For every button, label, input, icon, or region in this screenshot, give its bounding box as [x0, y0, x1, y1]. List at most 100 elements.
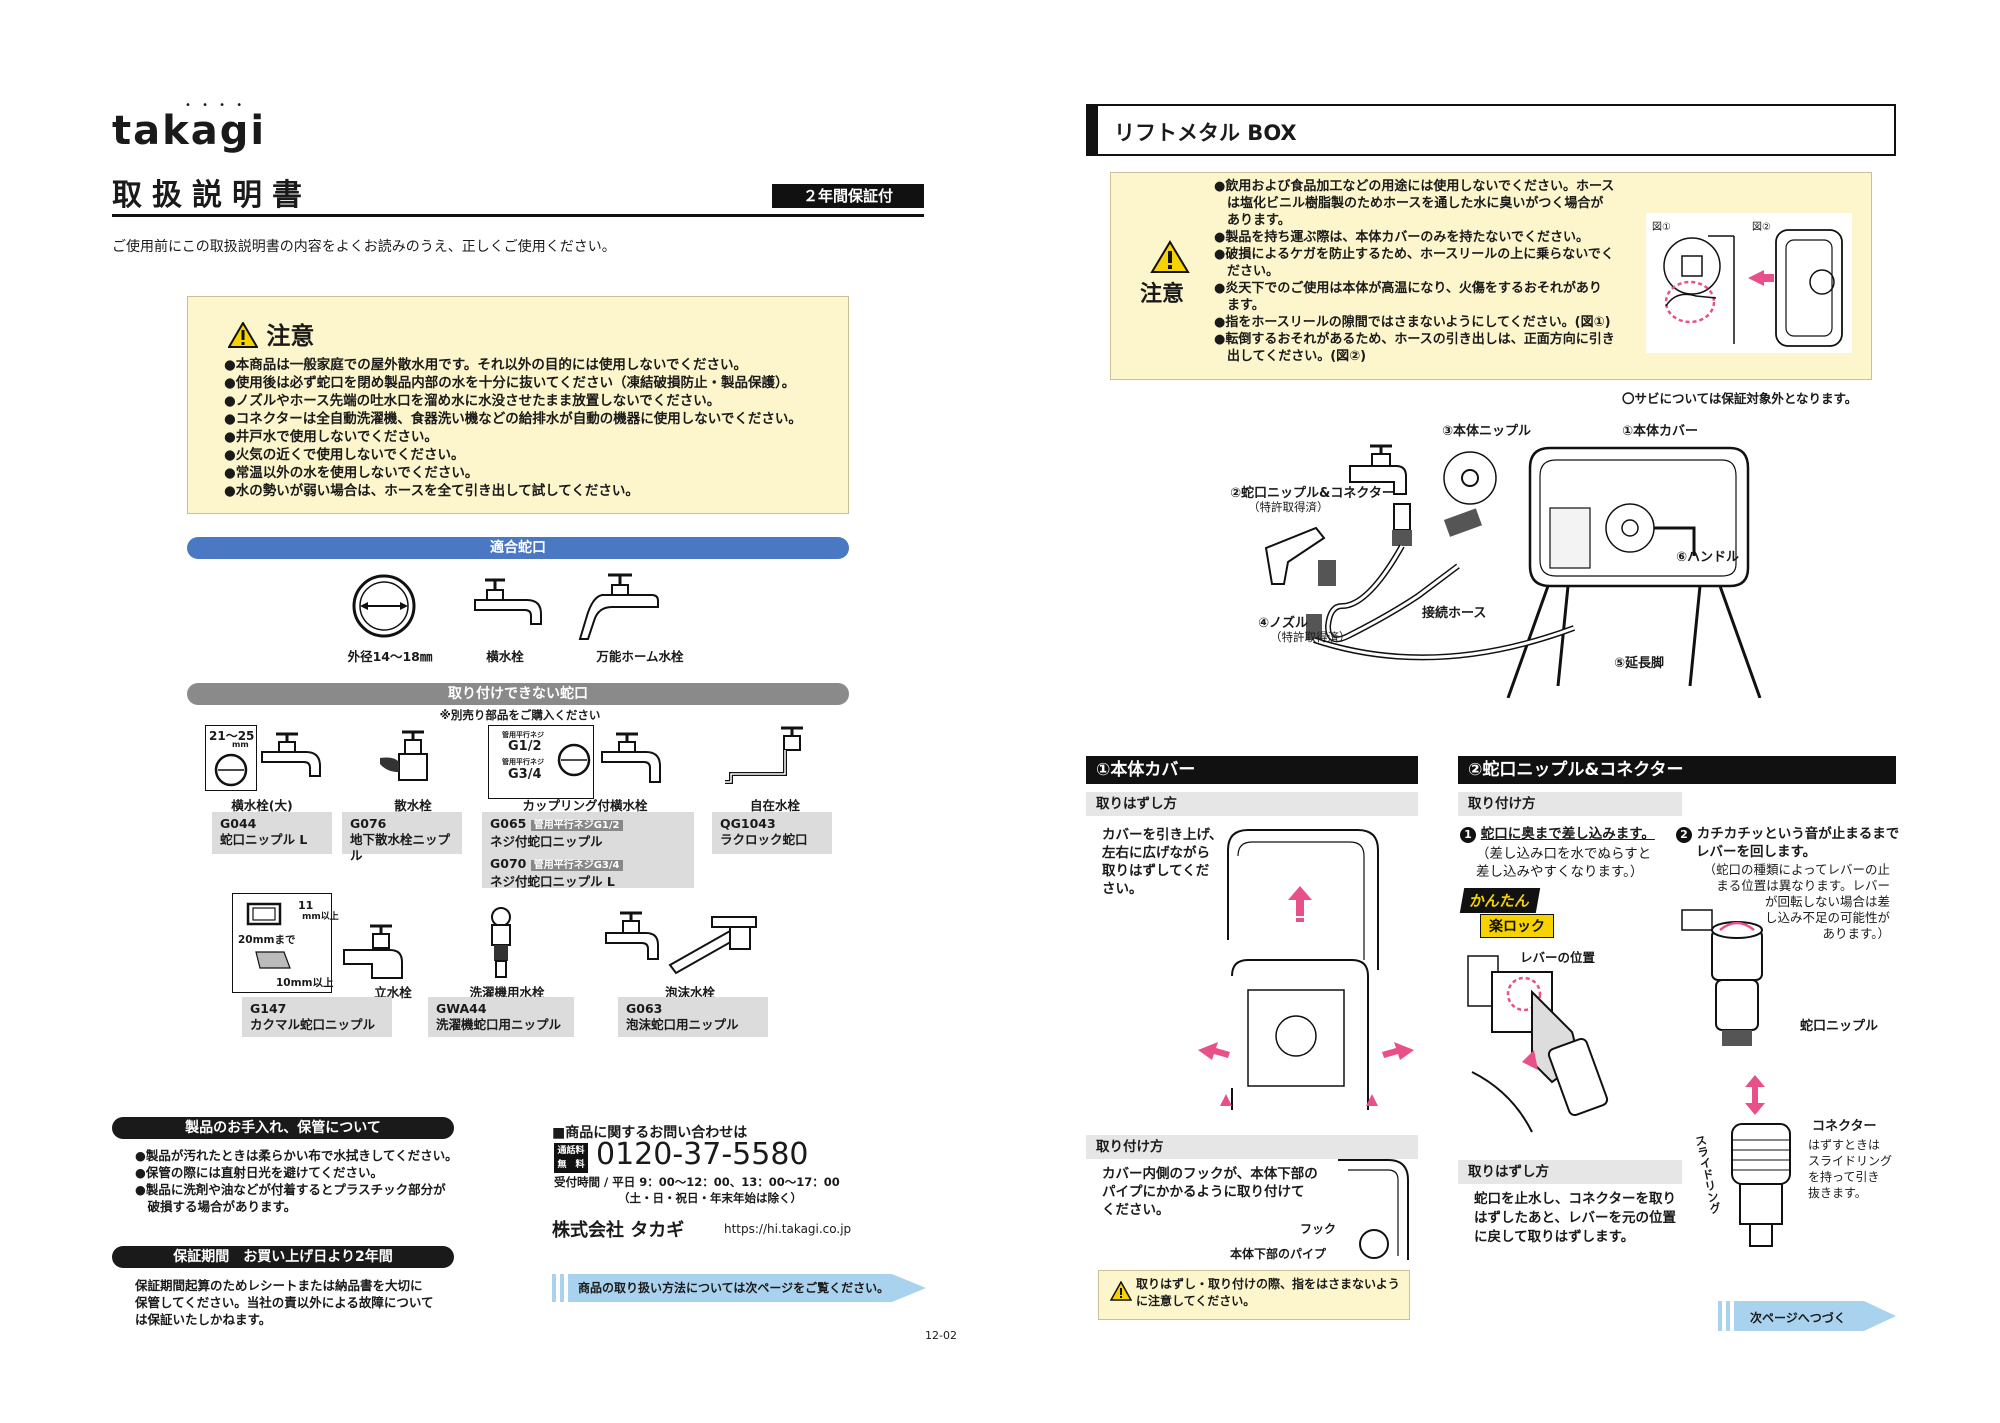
- part-g147: G147 カクマル蛇口ニップル: [242, 997, 392, 1037]
- text-line: パイプにかかるように取り付けて: [1102, 1184, 1305, 1200]
- title-accent: [1088, 106, 1098, 154]
- thread-size-1: G1/2: [508, 739, 542, 754]
- text-line: はずしたあと、レバーを元の位置: [1474, 1210, 1676, 1226]
- part-g063: G063 泡沫蛇口用ニップル: [618, 997, 768, 1037]
- warning-line: 取りはずし・取り付けの際、指をはさまないよう: [1136, 1277, 1400, 1291]
- pipe-label: 本体下部のパイプ: [1230, 1247, 1327, 1261]
- badge-top: かんたん: [1459, 888, 1541, 913]
- product-title: リフトメタル BOX: [1114, 121, 1297, 145]
- care-item: 破損する場合があります。: [135, 1199, 297, 1214]
- part-g065-row: G065 管用平行ネジG1/2: [490, 816, 686, 834]
- part-g065-g070: G065 管用平行ネジG1/2 ネジ付蛇口ニップル G070 管用平行ネジG3/…: [482, 812, 694, 889]
- part-label-3: ③本体ニップル: [1442, 424, 1532, 439]
- part-label-4: ④ノズル: [1258, 616, 1309, 631]
- square-pipe-icon: [246, 902, 282, 926]
- company-url[interactable]: https://hi.takagi.co.jp: [724, 1222, 852, 1236]
- standing-faucet-icon: [343, 924, 403, 979]
- step2-badge: 2: [1676, 827, 1692, 843]
- caution-item: ●ノズルやホース先端の吐水口を溜め水に水没させたまま放置しないでください。: [224, 393, 721, 409]
- double-arrow-icon: [1745, 1075, 1765, 1115]
- part-code: G065: [490, 816, 527, 831]
- part-label-5: ⑤延長脚: [1614, 656, 1665, 671]
- brand-dots: • • • •: [185, 100, 247, 111]
- caution-line: 出してください。(図②): [1214, 349, 1367, 364]
- step1: 1 蛇口に奥まで差し込みます。: [1460, 825, 1655, 843]
- product-title-box: リフトメタル BOX: [1086, 104, 1896, 156]
- part-code: QG1043: [720, 816, 776, 831]
- text-line: し込み不足の可能性が: [1764, 910, 1890, 925]
- part-label-1: ①本体カバー: [1622, 424, 1699, 439]
- part-code: G076: [350, 816, 387, 831]
- caution-line: は塩化ビニル樹脂製のためホースを通した水に臭いがつく場合が: [1214, 196, 1604, 211]
- badge-bottom: 無 料: [557, 1160, 585, 1170]
- section1-warning-box: [1098, 1270, 1410, 1320]
- contact-heading: ■商品に関するお問い合わせは: [552, 1125, 748, 1141]
- warranty-line: 保管してください。当社の責以外による故障について: [135, 1295, 434, 1310]
- sprinkler-faucet-icon: [380, 730, 428, 781]
- step1-badge: 1: [1460, 827, 1476, 843]
- part-code: G147: [250, 1001, 287, 1016]
- connector-label: コネクター: [1812, 1119, 1877, 1134]
- faucet-label-sprinkler: 散水栓: [394, 798, 432, 813]
- caution-item: ●コネクターは全自動洗濯機、食器洗い機などの給排水が自動の機器に使用しないでくだ…: [224, 411, 802, 427]
- universal-faucet-icon: [578, 573, 659, 640]
- warning-icon: [1110, 1281, 1132, 1301]
- thread-tag: 管用平行ネジG3/4: [530, 860, 623, 871]
- horizontal-faucet-icon: [474, 578, 542, 625]
- contact-hours: 受付時間 / 平日 9：00〜12：00、13：00〜17：00: [554, 1175, 840, 1189]
- caution-line: ●飲用および食品加工などの用途には使用しないでください。ホース: [1214, 179, 1615, 194]
- caution-item: ●火気の近くで使用しないでください。: [224, 447, 465, 463]
- part-code: G063: [626, 1001, 663, 1016]
- text-line: 蛇口を止水し、コネクターを取り: [1474, 1191, 1676, 1207]
- size-callout: [205, 725, 257, 791]
- rust-note: 〇サビについては保証対象外となります。: [1622, 391, 1858, 406]
- caution-line: ださい。: [1214, 264, 1280, 279]
- connector-illustration: [1731, 1123, 1791, 1247]
- compatible-label-1: 外径14〜18㎜: [347, 649, 433, 664]
- part-name: ネジ付蛇口ニップル L: [490, 874, 615, 889]
- pipe-size-icon: [214, 753, 248, 787]
- caution-line: ●炎天下でのご使用は本体が高温になり、火傷をするおそれがあり: [1214, 281, 1602, 296]
- text-line: ください。: [1102, 1202, 1170, 1218]
- size-callout-2: [232, 893, 332, 993]
- part-g070-row: G070 管用平行ネジG3/4: [490, 856, 686, 874]
- incompatible-heading: 取り付けできない蛇口: [187, 683, 849, 705]
- section2-attach-heading: 取り付け方: [1458, 792, 1682, 816]
- phone-number[interactable]: 0120-37-5580: [596, 1137, 809, 1172]
- connector-insert-illustration: [1467, 955, 1609, 1133]
- swivel-faucet-icon: [725, 726, 803, 784]
- step2-line-1: 2 カチカチッという音が止まるまで: [1676, 825, 1899, 843]
- text-line: が回転しない場合は差: [1764, 894, 1890, 909]
- caution-line: ●指をホースリールの隙間ではさまないようにしてください。(図①): [1214, 315, 1611, 330]
- right-caution-heading: 注意: [1140, 282, 1185, 307]
- cover-removal-illustration: [1198, 829, 1414, 1110]
- warning-icon: [1150, 240, 1190, 273]
- warranty-line: は保証いたしかねます。: [135, 1312, 272, 1327]
- step2-text-1: カチカチッという音が止まるまで: [1696, 826, 1900, 842]
- compatible-heading: 適合蛇口: [187, 537, 849, 559]
- product-parts-diagram: [1264, 444, 1762, 698]
- fig2-label: 図②: [1752, 222, 1771, 233]
- caution-line: ●製品を持ち運ぶ際は、本体カバーのみを持たないでください。: [1214, 230, 1589, 245]
- company-name: 株式会社 タカギ: [552, 1220, 685, 1241]
- part-g044: G044 蛇口ニップル L: [212, 812, 332, 854]
- compatible-label-3: 万能ホーム水栓: [596, 649, 684, 664]
- compatible-label-2: 横水栓: [486, 649, 524, 664]
- section2-remove-heading: 取りはずし方: [1458, 1160, 1682, 1184]
- caution-item: ●常温以外の水を使用しないでください。: [224, 465, 479, 481]
- faucet-label-washer: 洗濯機用水栓: [469, 985, 545, 1000]
- pipe-diameter-icon: [352, 574, 416, 638]
- warranty-text: 保証期間起算のためレシートまたは納品書を大切に 保管してください。当社の責以外に…: [135, 1277, 434, 1328]
- step2-text-2: レバーを回します。: [1696, 844, 1817, 860]
- washer-faucet-icon: [491, 907, 511, 978]
- size-label: 21〜25: [209, 729, 255, 743]
- section1-attach-text: カバー内側のフックが、本体下部の パイプにかかるように取り付けて ください。: [1102, 1165, 1318, 1219]
- part-label-6: ⑥ハンドル: [1676, 550, 1740, 565]
- text-line: 抜きます。: [1808, 1186, 1867, 1200]
- thread-size-2: G3/4: [508, 767, 542, 782]
- caution-heading: 注意: [228, 316, 314, 351]
- coupling-faucet-icon: [601, 732, 661, 783]
- part-name: 地下散水栓ニップル: [350, 832, 451, 863]
- part-name: 泡沫蛇口用ニップル: [626, 1017, 739, 1032]
- step1-sub: （差し込み口を水でぬらすと 差し込みやすくなります。）: [1476, 845, 1651, 881]
